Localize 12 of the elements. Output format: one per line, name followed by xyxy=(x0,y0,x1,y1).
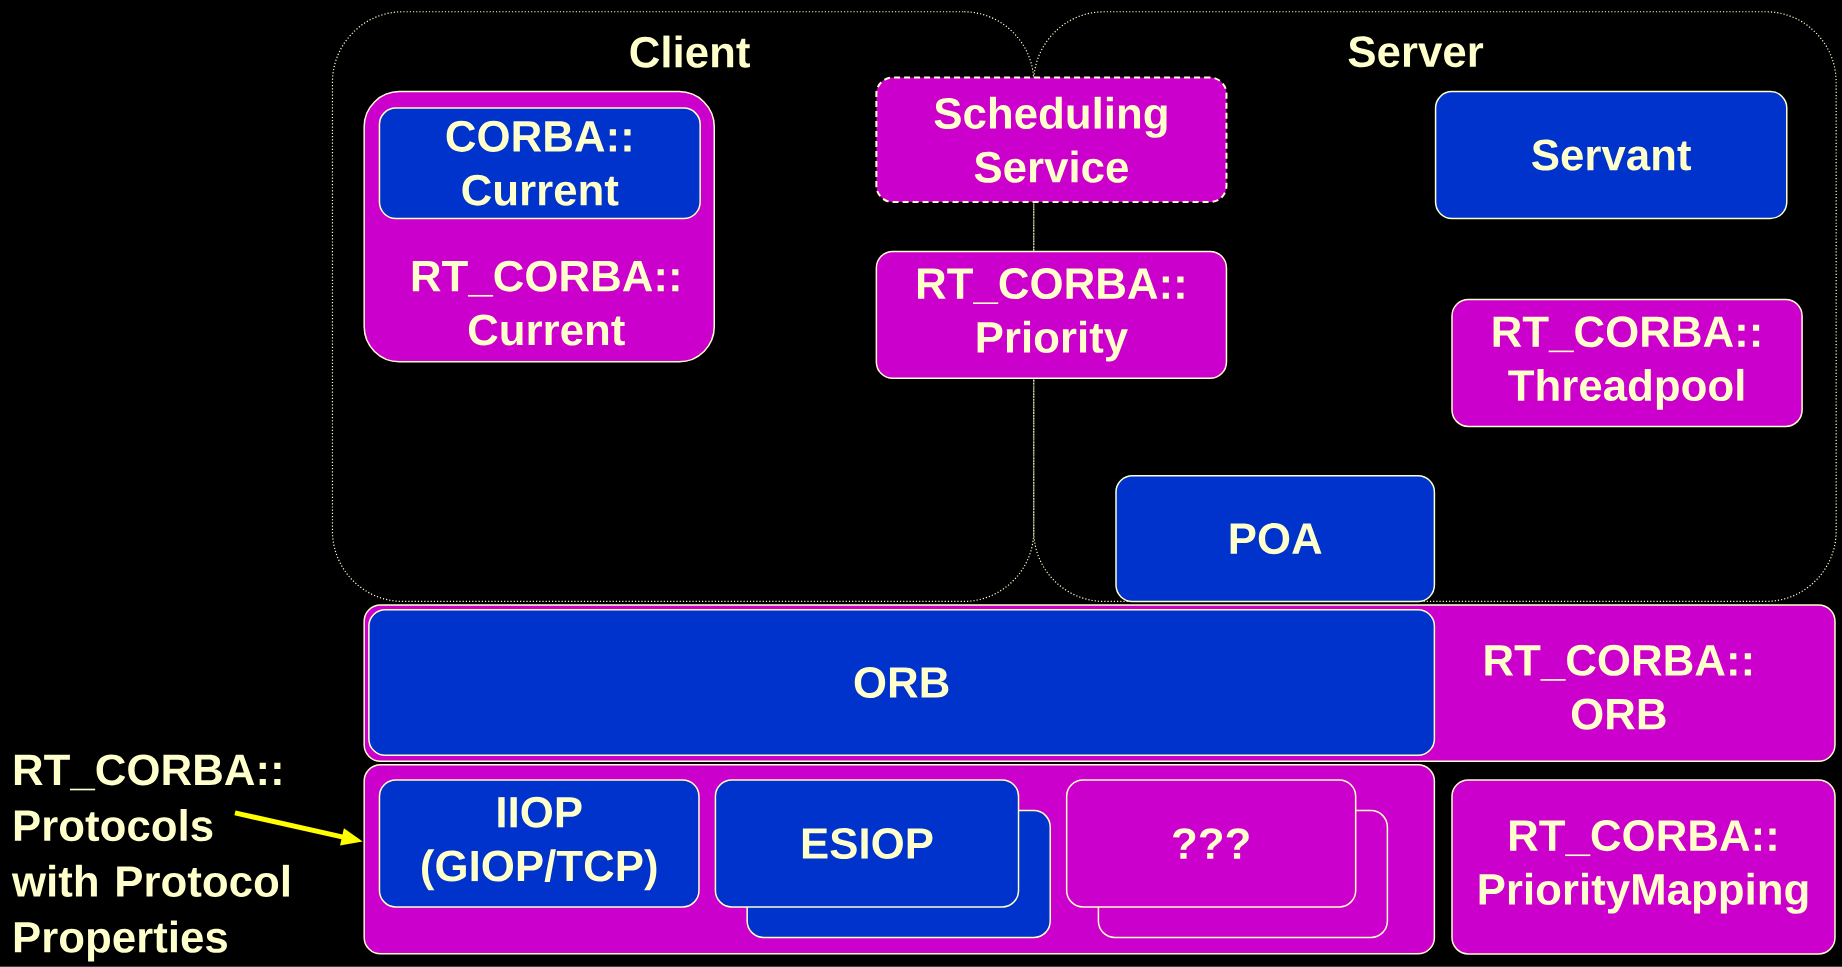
component-box: Servant xyxy=(1434,90,1788,220)
layer-band: ORB xyxy=(368,609,1436,757)
annotation-text: RT_CORBA:: Protocols with Protocol Properties xyxy=(11,754,289,962)
protocol-box: IIOP (GIOP/TCP) xyxy=(378,779,700,908)
protocol-stack: ??? xyxy=(1065,779,1389,939)
component-box: RT_CORBA:: Priority xyxy=(875,250,1228,380)
protocol-stack: ESIOP xyxy=(714,779,1051,939)
service-box: Scheduling Service xyxy=(875,76,1228,204)
component-box: CORBA:: Current xyxy=(378,107,701,220)
component-box: RT_CORBA:: PriorityMapping xyxy=(1451,779,1836,955)
component-box: POA xyxy=(1115,475,1436,603)
component-box: RT_CORBA:: Threadpool xyxy=(1451,298,1803,428)
